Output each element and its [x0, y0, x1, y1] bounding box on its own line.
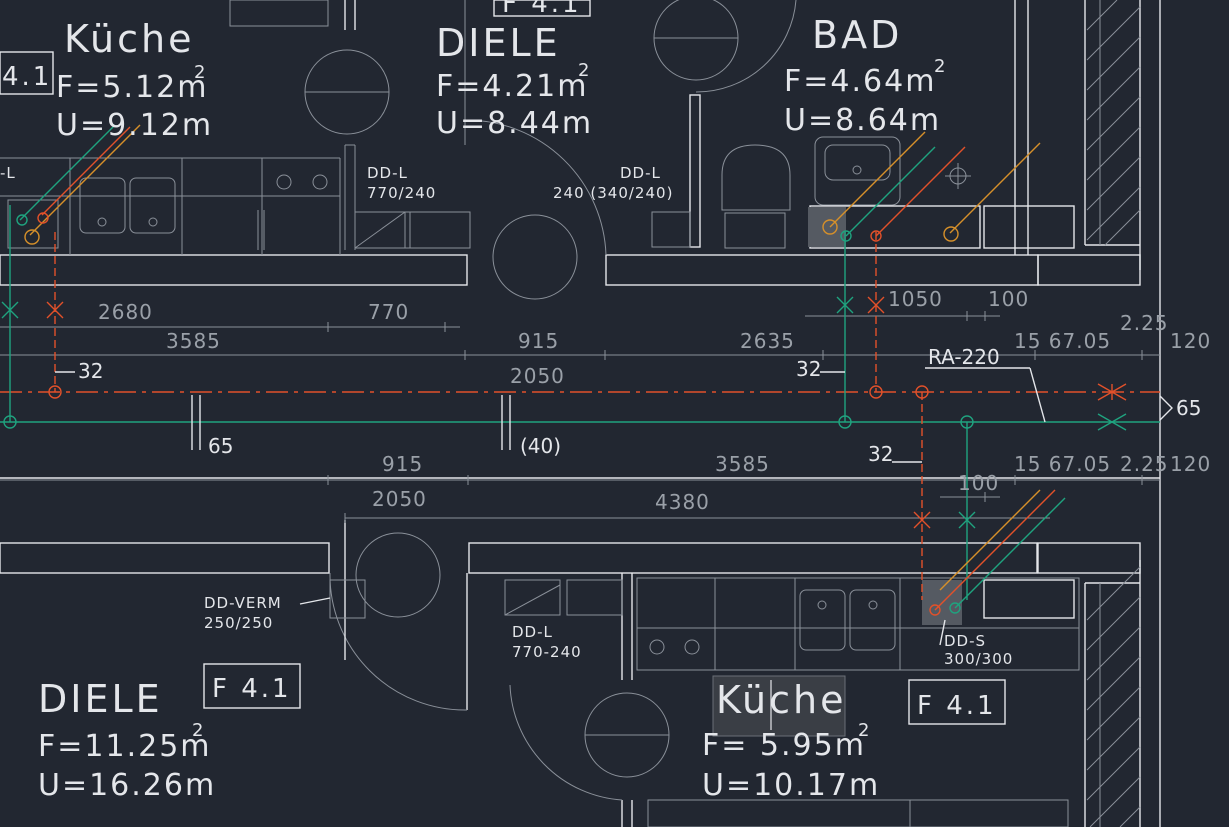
pipe-size-40: (40)	[520, 434, 561, 458]
bath-fixtures	[651, 136, 1075, 249]
duct-size-dd-l-1: 770/240	[367, 184, 436, 202]
shafts-top	[354, 211, 471, 249]
dim-4380: 4380	[655, 490, 710, 514]
room-area-kueche-bottom: F= 5.95m	[702, 728, 866, 763]
room-name-bad: BAD	[812, 13, 902, 57]
room-area-diele-bottom: F=11.25m	[38, 729, 212, 764]
dim-915-top: 915	[518, 329, 559, 353]
tag-bottom-right: F 4.1	[917, 691, 997, 721]
tag-bottom-left: F 4.1	[212, 674, 292, 704]
dim-1050: 1050	[888, 287, 943, 311]
room-area-diele-top: F=4.21m	[436, 69, 588, 104]
dim-100-bottom: 100	[958, 471, 999, 495]
duct-label-dd-verm: DD-VERM	[204, 594, 282, 612]
dim-2680: 2680	[98, 300, 153, 324]
room-area-sup-kueche-bottom: 2	[858, 720, 869, 741]
dim-2635: 2635	[740, 329, 795, 353]
tag-top-center: F 4.1	[502, 0, 582, 19]
duct-size-dd-l-2: 240 (340/240)	[553, 184, 673, 202]
room-area-sup-kueche-top: 2	[194, 62, 205, 83]
room-perimeter-diele-top: U=8.44m	[436, 106, 593, 141]
dim-15-67-05-bottom: 15 67.05	[1014, 452, 1111, 476]
pipe-size-65-left: 65	[208, 434, 233, 458]
dim-2050-bottom: 2050	[372, 487, 427, 511]
door-swings	[304, 0, 797, 801]
dim-2-25-bottom: 2.25	[1120, 452, 1169, 476]
pipe-size-32-lower: 32	[868, 442, 893, 466]
duct-label-dd-l-3: DD-L	[512, 623, 553, 641]
pipe-label-ra-220: RA-220	[928, 345, 1000, 369]
walls	[0, 0, 1161, 827]
room-name-kueche-bottom: Küche	[716, 678, 846, 722]
tag-boxes	[0, 0, 1006, 737]
duct-label-left: -L	[0, 164, 16, 182]
dim-15-67-05-top: 15 67.05	[1014, 329, 1111, 353]
room-perimeter-diele-bottom: U=16.26m	[38, 768, 216, 803]
dim-2-25-top: 2.25	[1120, 311, 1169, 335]
room-area-bad: F=4.64m	[784, 64, 936, 99]
dim-915-bottom: 915	[382, 452, 423, 476]
room-perimeter-kueche-top: U=9.12m	[56, 108, 213, 143]
duct-label-dd-l-2: DD-L	[620, 164, 661, 182]
kitchen-top-counter	[0, 0, 341, 255]
wall-hatching	[1086, 0, 1141, 827]
room-name-diele-top: DIELE	[436, 21, 561, 65]
pipe-size-32-mid: 32	[796, 357, 821, 381]
room-area-kueche-top: F=5.12m	[56, 70, 208, 105]
duct-size-dd-verm: 250/250	[204, 614, 273, 632]
duct-label-dd-l-1: DD-L	[367, 164, 408, 182]
dim-770: 770	[368, 300, 409, 324]
duct-size-dd-s: 300/300	[944, 650, 1013, 668]
dim-100-top: 100	[988, 287, 1029, 311]
dim-2050-top: 2050	[510, 364, 565, 388]
room-name-kueche-top: Küche	[64, 17, 194, 61]
room-name-diele-bottom: DIELE	[38, 677, 163, 721]
room-perimeter-kueche-bottom: U=10.17m	[702, 768, 880, 803]
pipe-size-65-right: 65	[1176, 396, 1201, 420]
dim-120-top: 120	[1170, 329, 1211, 353]
room-area-sup-diele-bottom: 2	[192, 720, 203, 741]
pipe-size-32-left: 32	[78, 359, 103, 383]
duct-size-dd-l-3: 770-240	[512, 643, 582, 661]
room-perimeter-bad: U=8.64m	[784, 103, 941, 138]
pipes	[0, 124, 1173, 616]
dim-3585-bottom: 3585	[715, 452, 770, 476]
dim-120-bottom: 120	[1170, 452, 1211, 476]
dim-3585-top: 3585	[166, 329, 221, 353]
duct-label-dd-s: DD-S	[944, 632, 986, 650]
room-area-sup-diele-top: 2	[578, 60, 589, 81]
room-area-sup-bad: 2	[934, 56, 945, 77]
tag-top-left: 4.1	[2, 62, 52, 92]
